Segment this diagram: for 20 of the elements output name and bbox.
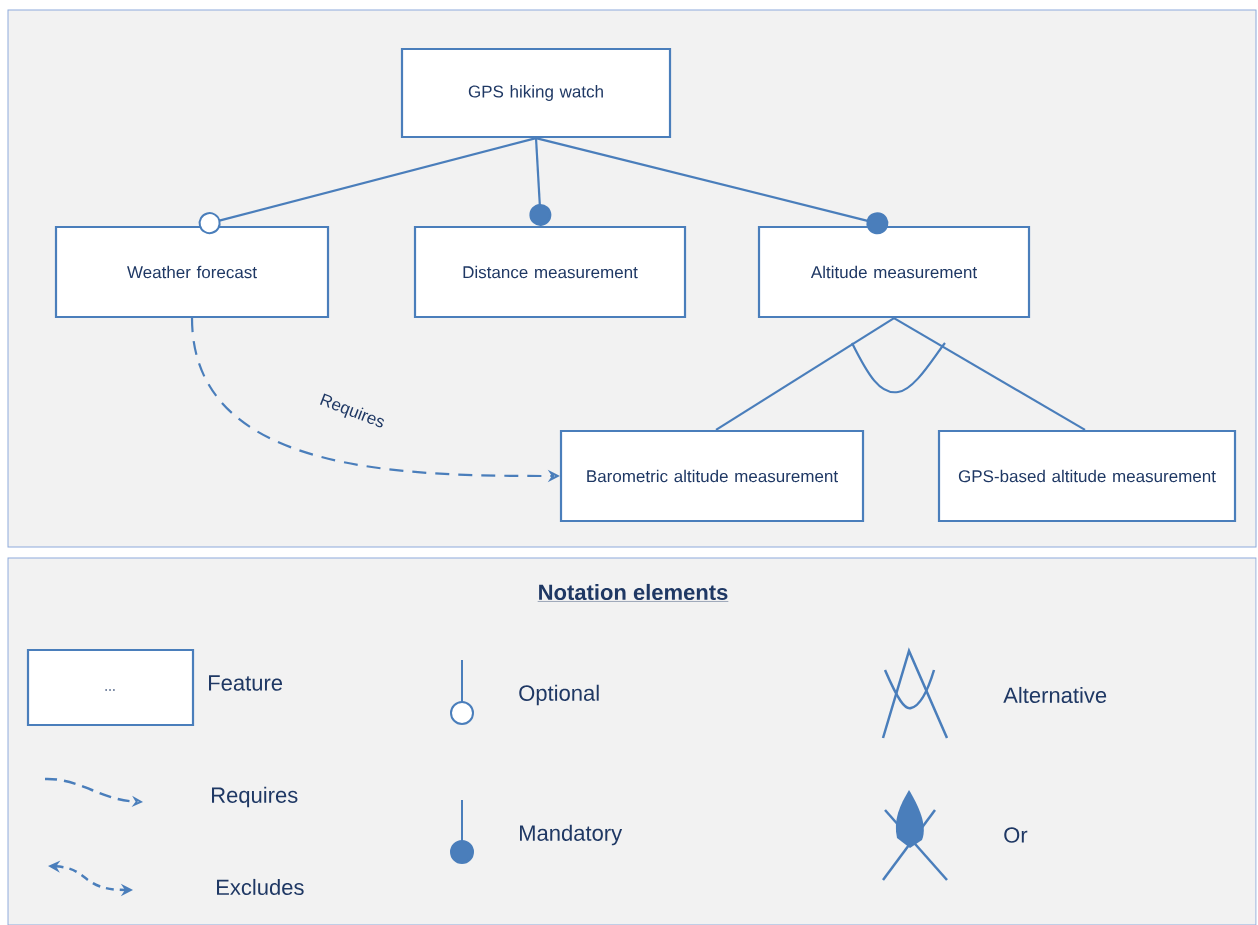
feature-box: Weather forecast: [54, 225, 330, 319]
legend-heading: Notation elements: [537, 583, 729, 602]
feature-box: GPS-based altitude measurement: [937, 429, 1237, 523]
legend-label: Mandatory: [520, 824, 623, 846]
legend-label: Optional: [519, 684, 599, 706]
connector: [529, 138, 552, 226]
legend-label: Feature: [209, 675, 283, 691]
legend-label: Alternative: [1003, 686, 1107, 704]
legend-label: Requires: [212, 786, 298, 808]
connector: [715, 317, 895, 431]
legend-label: Or: [1004, 827, 1028, 843]
feature-box: Distance measurement: [413, 225, 687, 319]
connector: [893, 317, 1086, 431]
feature-box: Barometric altitude measurement: [559, 429, 865, 523]
feature-box: GPS hiking watch: [400, 47, 672, 139]
feature-box: Altitude measurement: [757, 225, 1031, 319]
connector: [198, 137, 537, 235]
feature-box: ...: [26, 648, 195, 727]
legend-label: Excludes: [217, 878, 304, 896]
connector: [535, 137, 889, 235]
